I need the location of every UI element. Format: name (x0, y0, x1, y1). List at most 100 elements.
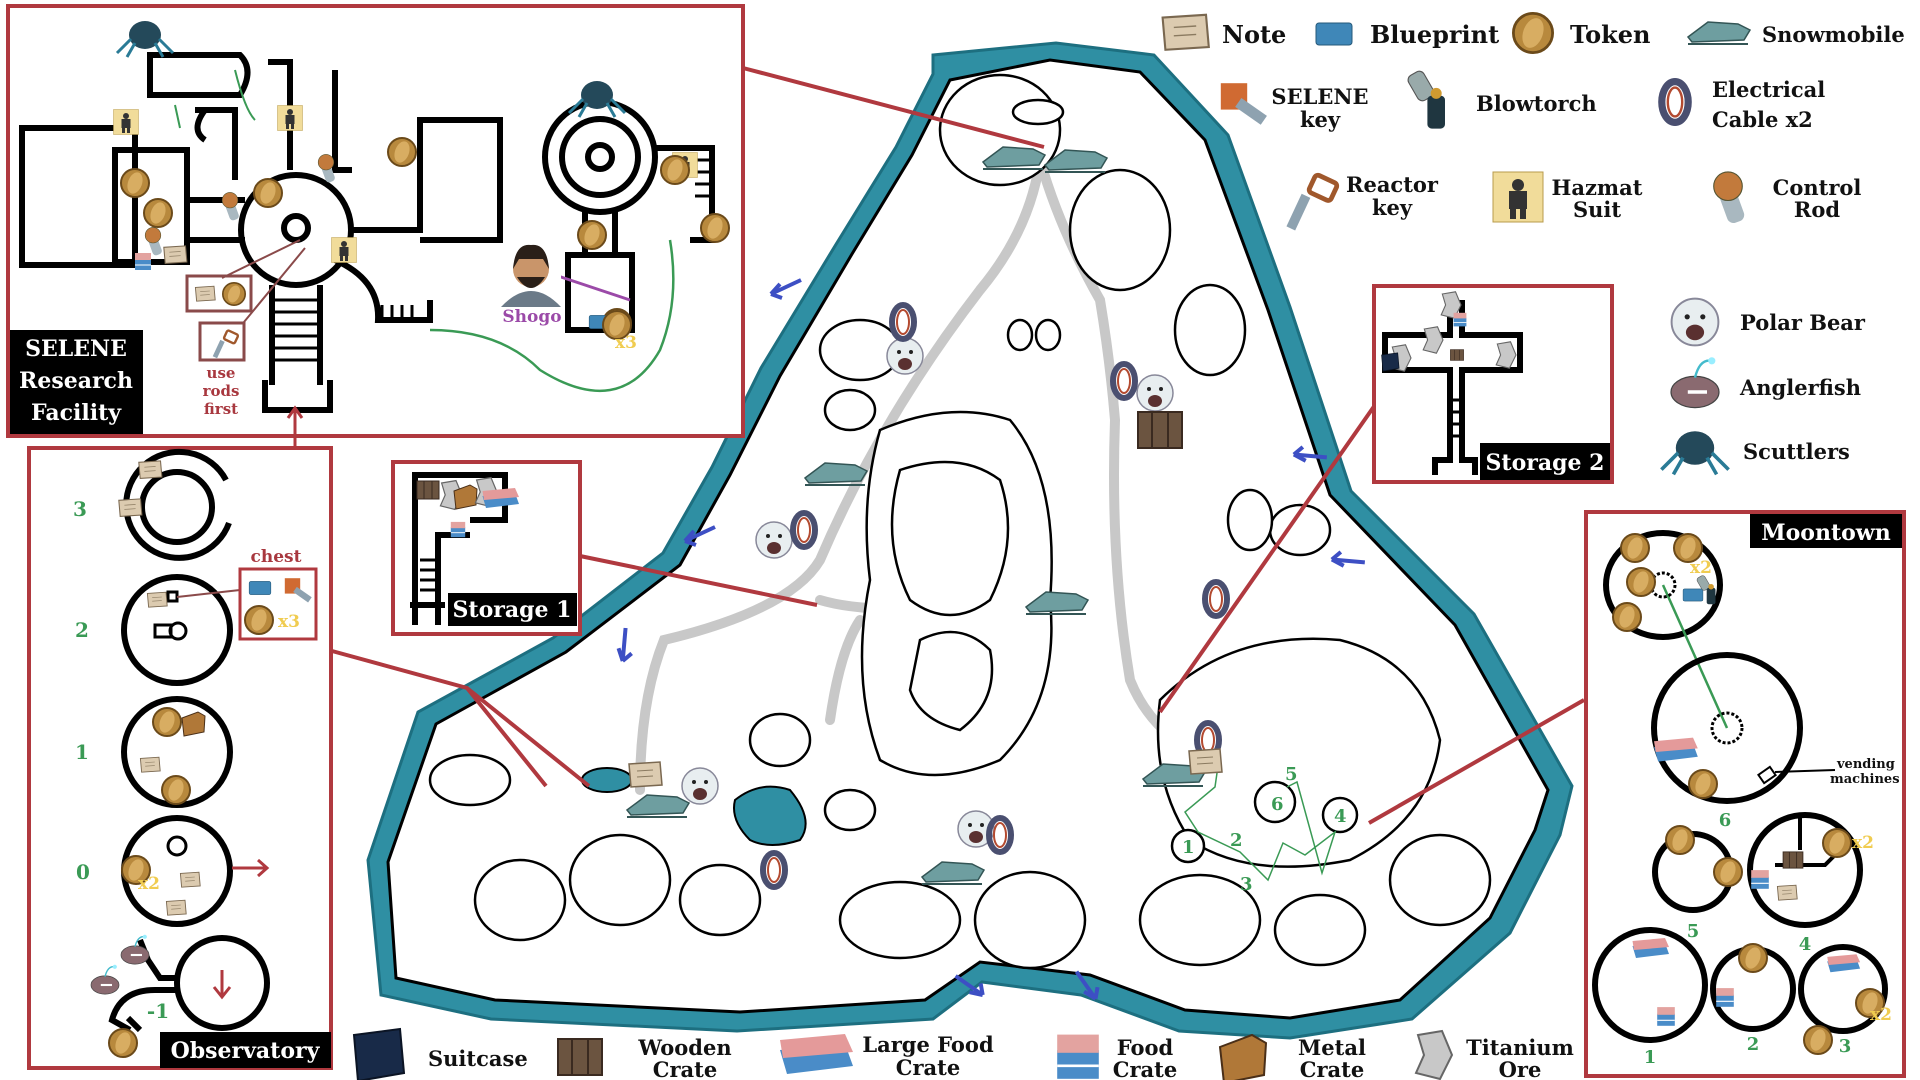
floor-label-minus1: -1 (147, 999, 169, 1023)
token-icon[interactable] (253, 178, 283, 208)
token-icon[interactable] (577, 220, 607, 250)
selene-title-1: SELENE (25, 336, 127, 362)
note-icon[interactable] (194, 285, 216, 302)
token-icon[interactable] (1713, 857, 1743, 887)
token-icon[interactable] (1620, 533, 1650, 563)
storage-1-title: Storage 1 (453, 597, 572, 623)
note-icon[interactable] (139, 756, 161, 773)
note-icon[interactable] (165, 899, 187, 916)
note-icon[interactable] (138, 460, 163, 479)
note-icon[interactable] (163, 245, 188, 264)
legend-snowmobile: Snowmobile (1762, 22, 1905, 47)
chest-token-count: x3 (278, 612, 300, 632)
food-crate-icon[interactable] (1715, 987, 1735, 1008)
food-crate-icon[interactable] (1453, 312, 1467, 327)
building-label-6: 6 (1719, 810, 1732, 831)
token-icon[interactable] (1822, 828, 1852, 858)
legend-metal-crate-1: Metal (1298, 1035, 1366, 1060)
token-icon[interactable] (1612, 602, 1642, 632)
blueprint-icon[interactable] (1682, 588, 1704, 602)
hazmat-suit-icon[interactable] (331, 237, 357, 263)
floor-0-plan: x2 (121, 815, 270, 927)
arrow-down-icon (212, 970, 232, 1000)
food-crate-icon[interactable] (450, 521, 466, 538)
selene-key-icon (1220, 83, 1267, 125)
note-icon[interactable] (118, 498, 143, 517)
b4-token-count: x2 (1852, 833, 1874, 853)
note-icon[interactable] (146, 591, 168, 608)
legend-anglerfish: Anglerfish (1739, 375, 1861, 400)
token-icon[interactable] (222, 281, 246, 307)
storage-2-title: Storage 2 (1486, 450, 1605, 476)
polar-bear-icon[interactable] (1136, 374, 1174, 412)
item-legend: Note Blueprint Token Snowmobile SELENE k… (1161, 12, 1905, 230)
metal-crate-icon[interactable] (1782, 851, 1804, 869)
token-icon[interactable] (120, 168, 150, 198)
food-crate-icon[interactable] (1750, 869, 1770, 890)
selene-title-bg (10, 330, 143, 434)
token-icon[interactable] (1665, 825, 1695, 855)
shogo-portrait[interactable] (501, 243, 561, 307)
hazmat-suit-icon[interactable] (113, 109, 139, 135)
large-food-crate-icon (780, 1034, 853, 1074)
polar-bear-icon[interactable] (886, 337, 924, 375)
hazmat-suit-icon[interactable] (277, 105, 303, 131)
island-map: 1 2 3 4 5 6 (366, 41, 1574, 1040)
note-icon[interactable] (628, 761, 663, 788)
token-icon[interactable] (1688, 769, 1718, 799)
moontown-top-token-count: x2 (1690, 558, 1712, 578)
token-icon[interactable] (660, 155, 690, 185)
token-icon[interactable] (700, 213, 730, 243)
reactor-key-icon (1286, 174, 1337, 230)
token-icon[interactable] (152, 707, 182, 737)
legend-titanium-ore-1: Titanium (1466, 1035, 1574, 1060)
token-icon[interactable] (1738, 943, 1768, 973)
token-icon[interactable] (244, 605, 274, 635)
map-marker-3: 3 (1240, 874, 1253, 895)
suitcase-icon (353, 1028, 405, 1080)
blueprint-icon[interactable] (248, 581, 272, 595)
legend-blueprint: Blueprint (1370, 20, 1499, 49)
blueprint-icon (1315, 22, 1353, 46)
building-label-4: 4 (1799, 934, 1812, 955)
legend-wooden-crate-2: Crate (653, 1057, 717, 1080)
wooden-crate-icon[interactable] (1450, 349, 1464, 361)
vending-machine-icon[interactable] (1757, 765, 1777, 785)
token-icon[interactable] (1626, 567, 1656, 597)
suitcase-icon[interactable] (1381, 352, 1400, 372)
wooden-crate-icon[interactable] (416, 480, 440, 500)
storage-1-panel: Storage 1 (391, 460, 582, 636)
polar-bear-icon[interactable] (755, 521, 793, 559)
token-icon (1512, 12, 1554, 54)
electrical-cable-icon (1662, 82, 1688, 123)
polar-bear-icon[interactable] (681, 767, 719, 805)
note-icon[interactable] (1776, 884, 1798, 901)
token-icon[interactable] (387, 137, 417, 167)
map-marker-5: 5 (1285, 764, 1298, 785)
moontown-title: Moontown (1761, 520, 1890, 546)
legend-food-crate-2: Crate (1113, 1057, 1177, 1080)
wooden-crate-icon[interactable] (1137, 411, 1183, 449)
legend-selene-key-2: key (1300, 107, 1341, 132)
legend-note: Note (1222, 20, 1286, 49)
chest-label: chest (251, 547, 302, 567)
token-icon[interactable] (161, 775, 191, 805)
legend-large-food-2: Crate (896, 1055, 960, 1080)
token-icon[interactable] (108, 1028, 138, 1058)
legend-hazmat-1: Hazmat (1552, 175, 1643, 200)
building-label-2: 2 (1747, 1034, 1760, 1055)
legend-control-rod-2: Rod (1794, 197, 1840, 222)
note-icon[interactable] (179, 871, 201, 888)
note-icon[interactable] (1188, 748, 1223, 775)
food-crate-icon[interactable] (1656, 1006, 1676, 1027)
vending-label-2: machines (1830, 772, 1900, 787)
control-rod-icon (1713, 171, 1747, 226)
storage-2-panel: Storage 2 (1372, 284, 1614, 484)
map-marker-4: 4 (1334, 806, 1347, 827)
legend-large-food-1: Large Food (862, 1032, 994, 1057)
token-icon[interactable] (143, 198, 173, 228)
exit-arrow-icon (232, 858, 270, 878)
note-icon (1161, 13, 1210, 51)
food-crate-icon[interactable] (134, 252, 152, 271)
token-icon[interactable] (1803, 1025, 1833, 1055)
